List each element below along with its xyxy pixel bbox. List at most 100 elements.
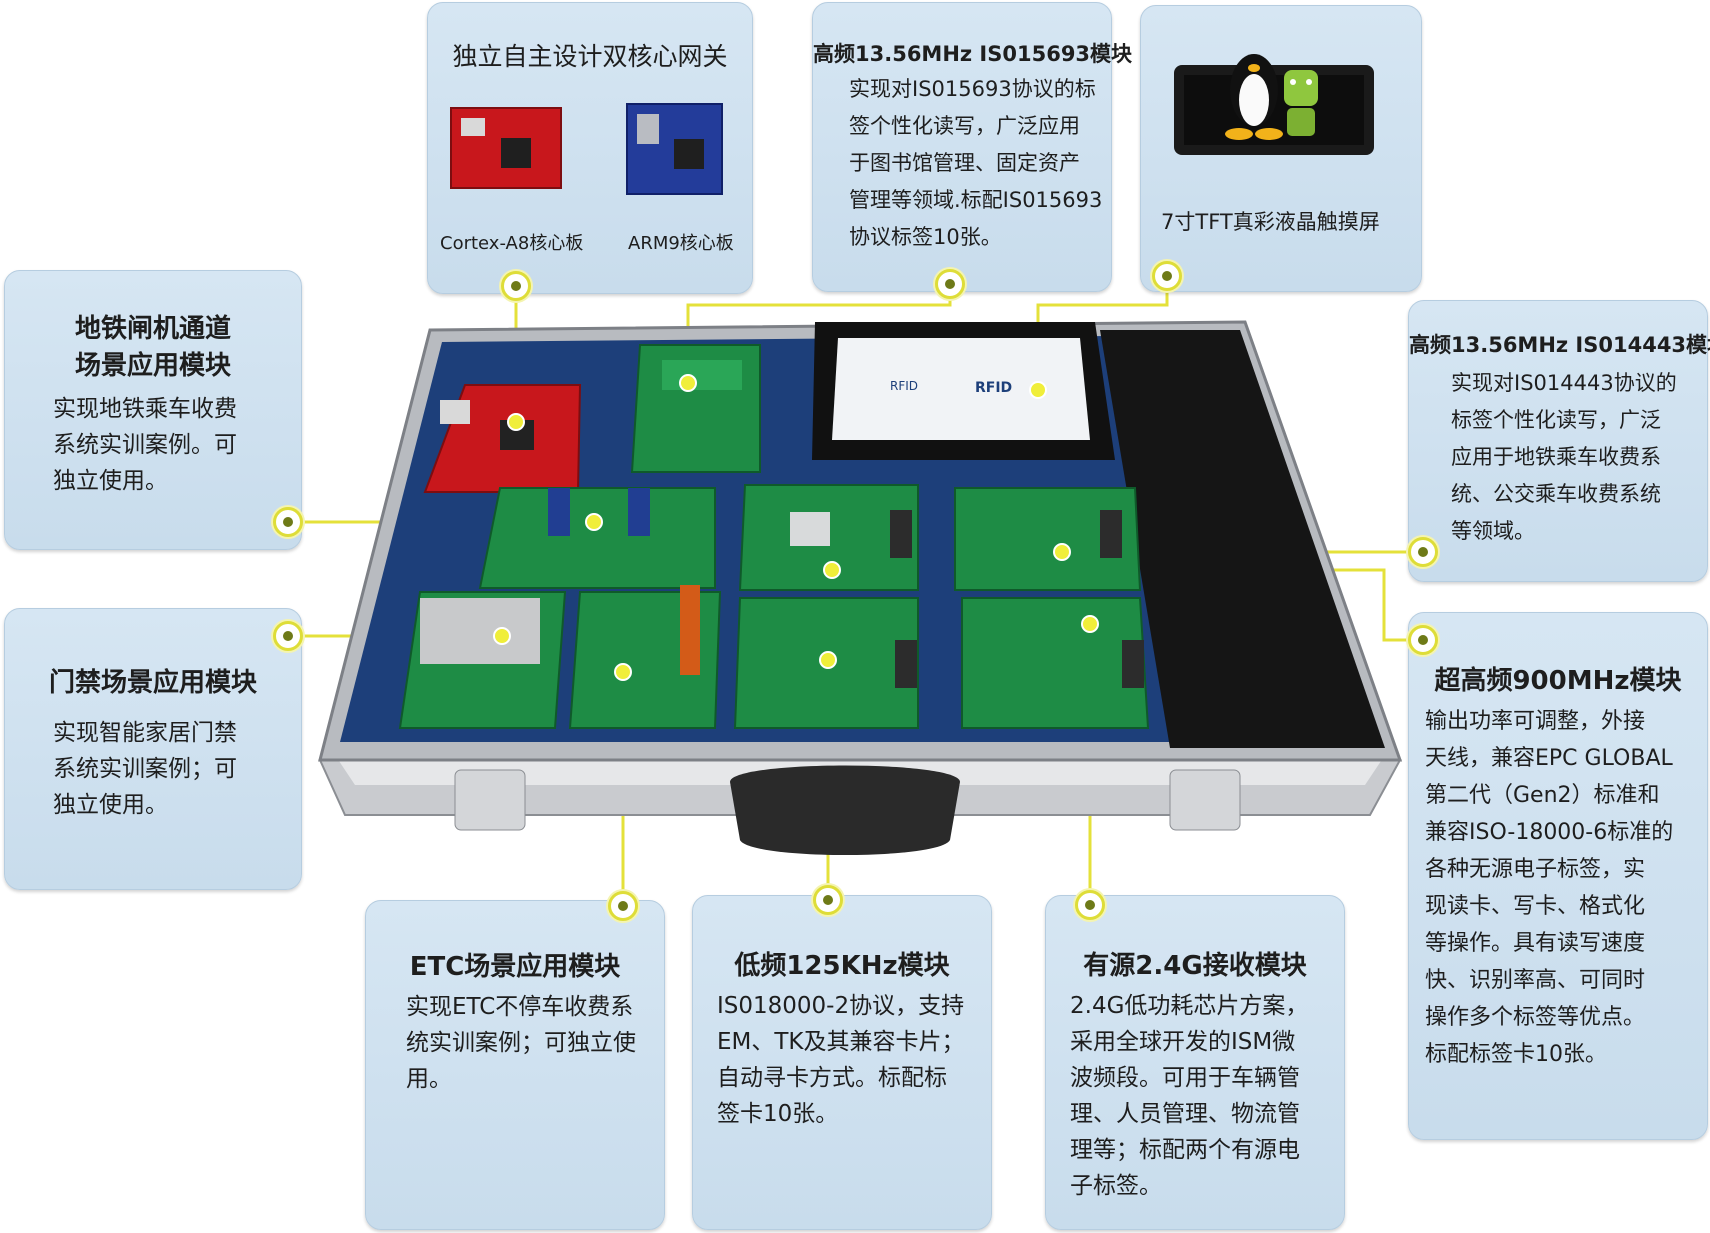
hf15693-line: 实现对IS015693协议的标 bbox=[849, 77, 1096, 101]
uhf-line: 快、识别率高、可同时 bbox=[1425, 968, 1646, 993]
hf14443-line: 实现对IS014443协议的 bbox=[1451, 371, 1677, 395]
hf14443-line: 等领域。 bbox=[1451, 519, 1535, 543]
active24-board bbox=[961, 597, 1150, 729]
lcd-indicator bbox=[1029, 381, 1047, 399]
active24-line: 理等；标配两个有源电 bbox=[1070, 1137, 1300, 1163]
lf125-line: 签卡10张。 bbox=[717, 1101, 839, 1127]
subway-board bbox=[478, 487, 716, 589]
etc-line: 用。 bbox=[406, 1066, 452, 1092]
anchor-dot-access bbox=[273, 621, 303, 651]
android-robot-icon bbox=[1284, 70, 1318, 136]
subway-line: 系统实训案例。可 bbox=[53, 432, 237, 458]
uhf-module-can bbox=[790, 512, 830, 546]
servo-right bbox=[628, 488, 650, 536]
access-line: 实现智能家居门禁 bbox=[53, 720, 237, 746]
hf14443-line: 统、公交乘车收费系统 bbox=[1451, 482, 1661, 506]
hf14443-line: 应用于地铁乘车收费系 bbox=[1451, 445, 1661, 469]
access-indicator bbox=[493, 627, 511, 645]
uhf-line: 各种无源电子标签，实 bbox=[1425, 857, 1646, 882]
callout-gateway: 独立自主设计双核心网关 Cortex-A8核心板 ARM9核心板 bbox=[427, 2, 753, 294]
active24-line: 波频段。可用于车辆管 bbox=[1070, 1065, 1300, 1091]
lcd-screen bbox=[832, 338, 1090, 440]
callout-subway: 地铁闸机通道 场景应用模块 实现地铁乘车收费 系统实训案例。可 独立使用。 bbox=[4, 270, 302, 550]
uhf-line: 第二代（Gen2）标准和 bbox=[1425, 783, 1660, 808]
hf14443-indicator bbox=[1053, 543, 1071, 561]
subway-line: 独立使用。 bbox=[53, 468, 168, 494]
callout-lf125: 低频125KHz模块 IS018000-2协议，支持 EM、TK及其兼容卡片； … bbox=[692, 895, 992, 1230]
lf125-indicator bbox=[819, 651, 837, 669]
callout-uhf: 超高频900MHz模块 输出功率可调整，外接 天线，兼容EPC GLOBAL 第… bbox=[1408, 612, 1708, 1140]
etc-indicator bbox=[614, 663, 632, 681]
anchor-dot-uhf bbox=[1408, 625, 1438, 655]
gateway-indicator bbox=[507, 413, 525, 431]
gateway-title: 独立自主设计双核心网关 bbox=[452, 42, 728, 71]
subway-body: 实现地铁乘车收费 系统实训案例。可 独立使用。 bbox=[53, 391, 301, 499]
lid-foam bbox=[1100, 330, 1385, 748]
uhf-line: 兼容ISO-18000-6标准的 bbox=[1425, 820, 1674, 845]
lf125-body: IS018000-2协议，支持 EM、TK及其兼容卡片； 自动寻卡方式。标配标 … bbox=[717, 988, 991, 1132]
uhf-body: 输出功率可调整，外接 天线，兼容EPC GLOBAL 第二代（Gen2）标准和 … bbox=[1425, 703, 1707, 1073]
uhf-line: 输出功率可调整，外接 bbox=[1425, 709, 1646, 734]
db9-lf bbox=[895, 640, 917, 688]
access-title: 门禁场景应用模块 bbox=[48, 668, 257, 698]
active24-line: 2.4G低功耗芯片方案， bbox=[1070, 993, 1309, 1019]
hf14443-line: 标签个性化读写，广泛 bbox=[1451, 408, 1661, 432]
hf15693-title: 高频13.56MHz IS015693模块 bbox=[813, 42, 1133, 66]
hf14443-body: 实现对IS014443协议的 标签个性化读写，广泛 应用于地铁乘车收费系 统、公… bbox=[1451, 365, 1707, 550]
hf14443-title: 高频13.56MHz IS014443模块 bbox=[1409, 333, 1710, 357]
hf15693-line: 于图书馆管理、固定资产 bbox=[849, 151, 1080, 175]
db9-24g bbox=[1122, 640, 1144, 688]
subway-title-line1: 地铁闸机通道 bbox=[74, 314, 231, 344]
uhf-line: 现读卡、写卡、格式化 bbox=[1425, 894, 1646, 919]
lcd-tablet-image bbox=[1174, 54, 1374, 155]
arm9-label: ARM9核心板 bbox=[628, 233, 734, 254]
lf125-line: 自动寻卡方式。标配标 bbox=[717, 1065, 947, 1091]
uhf-line: 等操作。具有读写速度 bbox=[1425, 931, 1646, 956]
db9-14443 bbox=[1100, 510, 1122, 558]
anchor-dot-hf15693 bbox=[935, 269, 965, 299]
uhf-title: 超高频900MHz模块 bbox=[1434, 666, 1682, 696]
cortex-label: Cortex-A8核心板 bbox=[440, 233, 584, 254]
anchor-dot-gateway bbox=[501, 271, 531, 301]
hf15693-line: 管理等领域.标配IS015693 bbox=[849, 188, 1103, 212]
lcd-label: 7寸TFT真彩液晶触摸屏 bbox=[1161, 210, 1380, 234]
callout-hf14443: 高频13.56MHz IS014443模块 实现对IS014443协议的 标签个… bbox=[1408, 300, 1710, 582]
etc-body: 实现ETC不停车收费系 统实训案例；可独立使 用。 bbox=[406, 989, 664, 1097]
lock-module bbox=[420, 598, 540, 664]
subway-title-line2: 场景应用模块 bbox=[74, 351, 231, 381]
active24-indicator bbox=[1081, 615, 1099, 633]
anchor-dot-lcd bbox=[1152, 261, 1182, 291]
latch-right bbox=[1169, 769, 1241, 831]
arm9-board-image bbox=[626, 103, 723, 195]
access-line: 独立使用。 bbox=[53, 792, 168, 818]
lf125-title: 低频125KHz模块 bbox=[734, 951, 950, 981]
active24-line: 采用全球开发的ISM微 bbox=[1070, 1029, 1296, 1055]
lcd-screen-text: RFID bbox=[890, 379, 918, 393]
uhf-line: 天线，兼容EPC GLOBAL bbox=[1425, 746, 1673, 771]
lcd-rfid-logo: RFID bbox=[975, 380, 1012, 396]
etc-line: 统实训案例；可独立使 bbox=[406, 1030, 636, 1056]
access-body: 实现智能家居门禁 系统实训案例；可 独立使用。 bbox=[53, 715, 301, 823]
uhf-line: 标配标签卡10张。 bbox=[1425, 1042, 1607, 1067]
callout-etc: ETC场景应用模块 实现ETC不停车收费系 统实训案例；可独立使 用。 bbox=[365, 900, 665, 1230]
anchor-dot-hf14443 bbox=[1408, 537, 1438, 567]
case-handle bbox=[730, 765, 960, 855]
uhf-line: 操作多个标签等优点。 bbox=[1425, 1005, 1646, 1030]
cortex-a8-board-image bbox=[450, 107, 562, 189]
hf15693-body: 实现对IS015693协议的标 签个性化读写，广泛应用 于图书馆管理、固定资产 … bbox=[849, 71, 1111, 256]
hf15693-line: 协议标签10张。 bbox=[849, 225, 1002, 249]
etc-line: 实现ETC不停车收费系 bbox=[406, 994, 634, 1020]
active24-line: 理、人员管理、物流管 bbox=[1070, 1101, 1300, 1127]
subway-line: 实现地铁乘车收费 bbox=[53, 396, 237, 422]
callout-hf15693: 高频13.56MHz IS015693模块 实现对IS015693协议的标 签个… bbox=[812, 2, 1133, 292]
penguin-icon bbox=[1225, 54, 1283, 140]
etc-servo bbox=[680, 585, 700, 675]
servo-left bbox=[548, 488, 570, 536]
subway-title: 地铁闸机通道 场景应用模块 bbox=[5, 311, 301, 385]
access-line: 系统实训案例；可 bbox=[53, 756, 237, 782]
etc-title: ETC场景应用模块 bbox=[409, 952, 621, 982]
anchor-dot-subway bbox=[273, 507, 303, 537]
usb-port bbox=[440, 400, 470, 424]
subway-indicator bbox=[585, 513, 603, 531]
